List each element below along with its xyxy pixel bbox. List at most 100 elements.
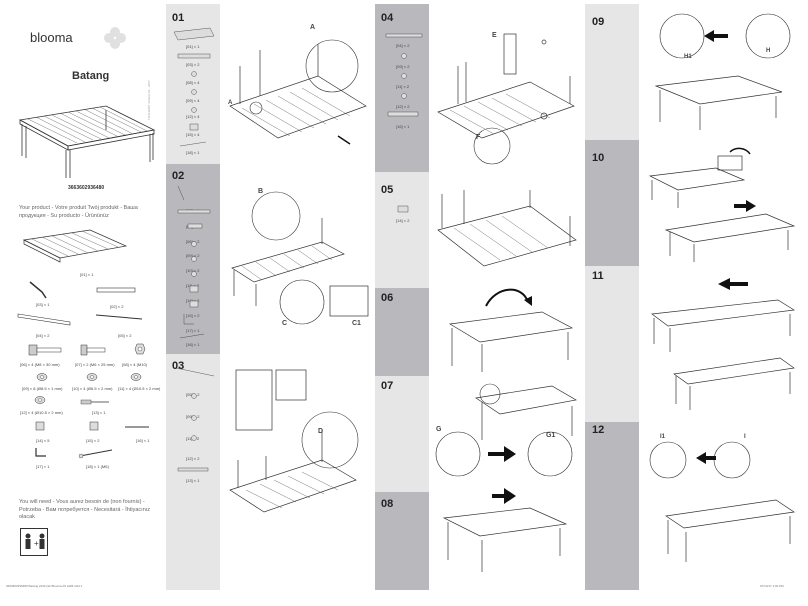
- step-04-part-2: [09] × 2: [396, 64, 410, 69]
- you-will-need-text: You will need - Vous aurez besoin de (no…: [19, 499, 151, 520]
- step-09-number: 09: [592, 16, 605, 28]
- pin-icon: [125, 426, 149, 428]
- step-01-part-1: [01] × 1: [186, 44, 200, 49]
- product-title: Batang: [72, 70, 110, 82]
- callout-i1: I1: [660, 434, 666, 440]
- step-02-part-10: [18] × 1: [186, 342, 200, 347]
- step-02-part-6: [11] × 2: [186, 283, 200, 288]
- part-11-label: [11] × 4 (Ø10.5 × 2 mm): [118, 386, 161, 391]
- step-04-strip-glyphs: [385, 33, 423, 213]
- part-14-label: [14] × 5: [36, 438, 50, 443]
- revision-text: T1FK11807 Version 01 - 2017: [147, 80, 151, 120]
- step-01-assembly-drawing: [229, 39, 367, 145]
- column-strip-12: [585, 422, 639, 590]
- step-02-assembly-drawing: [231, 191, 369, 325]
- callout-c: C: [282, 320, 288, 327]
- callout-g1: G1: [546, 432, 556, 439]
- step-12-number: 12: [592, 424, 605, 436]
- part-03-label: [03] × 1: [36, 302, 50, 307]
- step-04-part-4: [12] × 2: [396, 104, 410, 109]
- brand-name: blooma: [30, 30, 73, 45]
- callout-b: B: [258, 188, 264, 195]
- step-02-part-4: [09] × 2: [186, 253, 200, 258]
- part-08-label: [08] × 4 (M10): [122, 362, 148, 367]
- step-05-number: 05: [381, 184, 394, 196]
- step-01-part-5: [12] × 4: [186, 114, 200, 119]
- callout-h1: H1: [684, 54, 692, 60]
- step-04-number: 04: [381, 12, 394, 24]
- step-10-number: 10: [592, 152, 605, 164]
- bolt-m6-icon: [80, 344, 106, 356]
- your-product-text: Your product - Votre produit Twój produk…: [19, 205, 138, 219]
- two-people-icon: +: [20, 528, 48, 556]
- part-01-label: [01] × 1: [80, 272, 94, 277]
- column-strip-9: [585, 4, 639, 140]
- part-15-label: [15] × 2: [86, 438, 100, 443]
- step-05-part-1: [14] × 2: [396, 218, 410, 223]
- washer-a-icon: [36, 373, 48, 381]
- step-03-assembly-drawing: [229, 369, 359, 513]
- part-07-label: [07] × 2 (M6 × 25 mm): [75, 362, 115, 367]
- washer-d-icon: [34, 396, 46, 404]
- part-06-label: [06] × 4 (M8 × 30 mm): [20, 362, 60, 367]
- step-04-part-5: [16] × 1: [396, 124, 410, 129]
- callout-c1: C1: [352, 320, 361, 327]
- hex-wrench-icon: [78, 449, 113, 459]
- step-01-part-3: [08] × 4: [186, 80, 200, 85]
- cap-a-icon: [35, 421, 45, 431]
- part-04-label: [04] × 2: [36, 333, 50, 338]
- step-02-part-8: [15] × 2: [186, 313, 200, 318]
- callout-f: F: [476, 134, 481, 141]
- callout-d: D: [318, 428, 324, 435]
- part-17-label: [17] × 1: [36, 464, 50, 469]
- part-16-label: [16] × 1: [136, 438, 150, 443]
- step-11-drawing: [651, 278, 796, 410]
- washer-b-icon: [86, 373, 98, 381]
- column-strip-5: [375, 172, 429, 288]
- step-04-assembly-drawing: [437, 33, 575, 165]
- step-10-drawing: [648, 147, 796, 262]
- step-01-part-6: [15] × 4: [186, 132, 200, 137]
- column-strip-7: [375, 376, 429, 492]
- screwdriver-icon: [80, 399, 109, 405]
- step-08-number: 08: [381, 498, 394, 510]
- step-03-part-5: [13] × 1: [186, 478, 200, 483]
- column-strip-8: [375, 492, 429, 590]
- part-10-label: [10] × 4 (Ø6.5 × 2 mm): [72, 386, 113, 391]
- step-02-part-9: [17] × 1: [186, 328, 200, 333]
- rod-icon: [95, 314, 143, 320]
- step-02-part-5: [10] × 2: [186, 268, 200, 273]
- step-06-flip-drawing: [448, 288, 574, 372]
- step-02-number: 02: [172, 170, 185, 182]
- step-06-number: 06: [381, 292, 394, 304]
- washer-c-icon: [130, 373, 142, 381]
- cap-b-icon: [89, 421, 99, 431]
- callout-i: I: [744, 434, 746, 440]
- step-09-drawing: [654, 13, 791, 130]
- step-07-drawing: [435, 383, 577, 477]
- step-04-part-1: [04] × 2: [396, 43, 410, 48]
- column-strip-10: [585, 140, 639, 266]
- part-18-label: [18] × 1 (M6): [86, 464, 109, 469]
- allen-key-icon: [29, 281, 47, 299]
- step-11-number: 11: [592, 270, 604, 282]
- top-frame-part-drawing: [22, 229, 128, 263]
- small-key-icon: [35, 448, 46, 457]
- step-01-part-2: [03] × 2: [186, 62, 200, 67]
- callout-g: G: [436, 426, 442, 433]
- table-overview-drawing: [18, 105, 156, 178]
- step-01-part-7: [18] × 1: [186, 150, 200, 155]
- step-12-drawing: [649, 441, 795, 562]
- column-strip-4: [375, 4, 429, 172]
- step-04-part-3: [11] × 2: [396, 84, 410, 89]
- step-strip-part-glyphs: [173, 27, 215, 472]
- bolt-m8-icon: [28, 344, 62, 356]
- step-07-number: 07: [381, 380, 394, 392]
- brand-logo-icon: [104, 27, 126, 49]
- column-strip-6: [375, 288, 429, 376]
- svg-text:+: +: [34, 539, 39, 548]
- callout-a: A: [310, 24, 316, 31]
- footer-right: 07/13/17 1:00 PM: [760, 584, 784, 588]
- step-01-part-4: [09] × 4: [186, 98, 200, 103]
- callout-a-small: A: [228, 100, 233, 106]
